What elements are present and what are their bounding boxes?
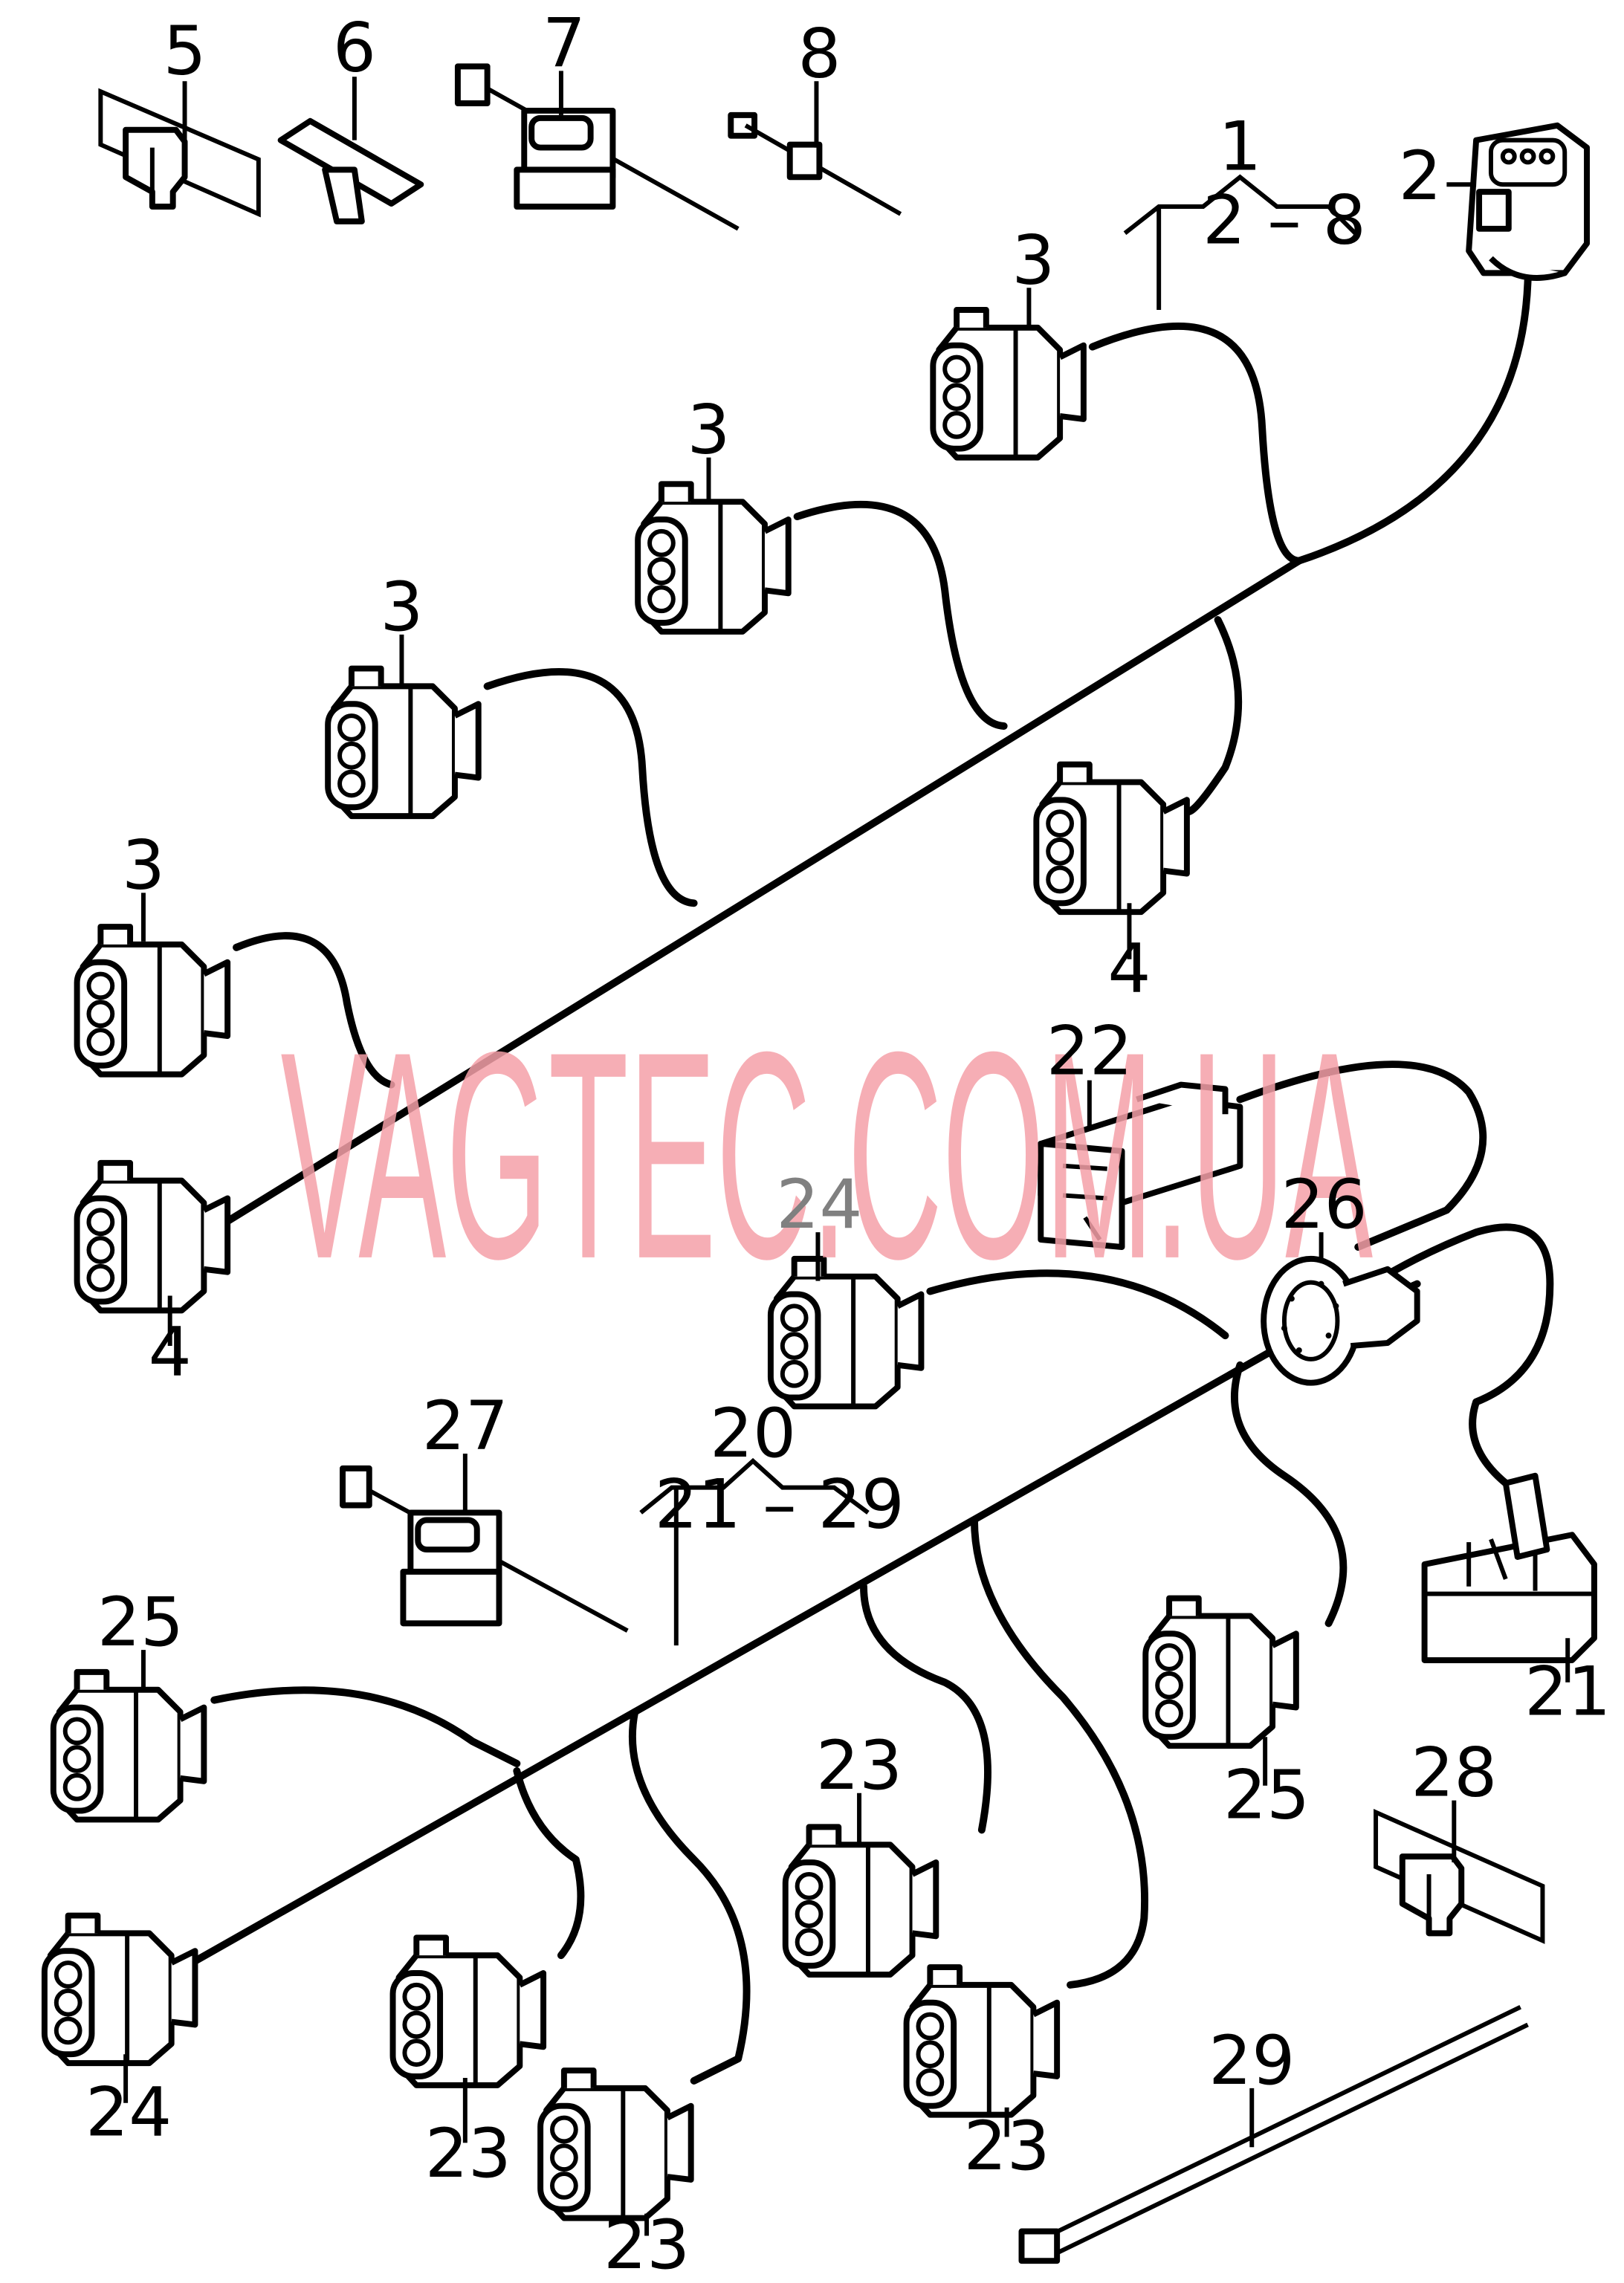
callout-3-a: 3 [1012, 220, 1055, 299]
connector-3-b [638, 484, 789, 632]
connector-4-a [77, 1163, 228, 1311]
callout-4-a: 4 [149, 1312, 192, 1392]
upper-harness [218, 276, 1532, 1229]
callout-20: 20 [710, 1393, 796, 1473]
callout-29: 29 [1209, 2021, 1295, 2100]
callout-22: 22 [1046, 1011, 1133, 1091]
callout-25-b: 25 [1223, 1755, 1310, 1834]
grommet-26 [1261, 1255, 1420, 1386]
callout-1: 1 [1218, 106, 1261, 186]
connector-3-a [933, 310, 1084, 458]
connector-3-c [328, 669, 479, 817]
callout-28: 28 [1411, 1733, 1497, 1813]
callout-3-b: 3 [687, 390, 730, 470]
clip-6 [277, 117, 424, 224]
callout-3-d: 3 [122, 825, 165, 904]
clip-5 [98, 88, 261, 218]
connector-2-multipin [1466, 122, 1591, 281]
connector-4-b [1036, 765, 1187, 913]
watermark-text: VAGTEC.COM.UA [281, 991, 1374, 1321]
callout-23-a: 23 [425, 2114, 511, 2193]
callout-6: 6 [333, 7, 376, 87]
callout-21: 21 [1524, 1651, 1611, 1731]
connector-25-b [1145, 1599, 1296, 1746]
callout-25-a: 25 [97, 1582, 184, 1662]
cable-tie-8 [728, 111, 902, 216]
connector-23-a [393, 1937, 544, 2085]
callout-8: 8 [798, 13, 841, 93]
connector-23-c [540, 2070, 691, 2218]
callout-23-c: 23 [604, 2205, 690, 2283]
callout-5: 5 [163, 10, 206, 90]
callout-3-c: 3 [380, 567, 423, 647]
callout-26: 26 [1281, 1165, 1367, 1244]
connector-24-b [45, 1916, 195, 2064]
callout-7: 7 [543, 3, 586, 82]
leader-lines [123, 71, 1570, 2236]
callout-24-a: 24 [776, 1165, 862, 1244]
callout-2: 2 [1399, 136, 1442, 216]
connector-22-block [1038, 1081, 1243, 1250]
callout-20-range: 21 – 29 [655, 1464, 905, 1544]
callout-27: 27 [422, 1386, 508, 1466]
connector-23-b [786, 1827, 936, 1975]
callout-24-b: 24 [85, 2072, 172, 2151]
connector-25-a [54, 1672, 204, 1820]
connector-23-d [907, 1967, 1058, 2115]
callout-23-b: 23 [816, 1726, 902, 1805]
connector-21-multipin [1421, 1472, 1597, 1663]
connector-3-d [77, 927, 228, 1075]
cable-tie-29 [1018, 2004, 1529, 2264]
callout-1-range: 2 – 8 [1203, 181, 1366, 260]
callout-4-b: 4 [1107, 928, 1151, 1008]
cable-tie-holder-27 [340, 1465, 629, 1633]
callout-labels: 5 6 7 8 1 2 – 8 2 3 3 3 3 4 4 22 24 26 2… [85, 3, 1611, 2283]
cable-tie-holder-7 [454, 63, 740, 231]
clip-28 [1374, 1808, 1545, 1944]
callout-23-d: 23 [964, 2106, 1050, 2186]
